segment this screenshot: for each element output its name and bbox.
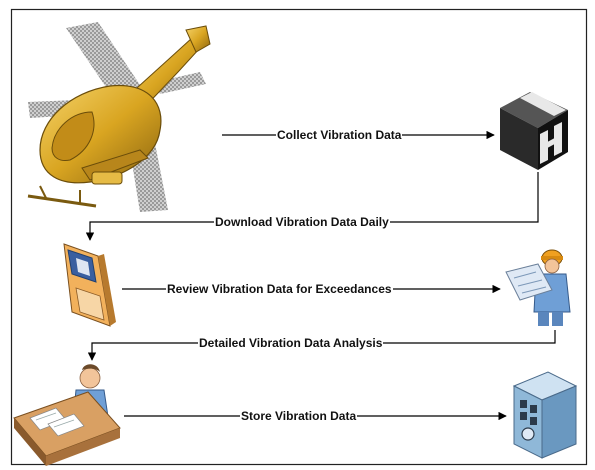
engineer-with-plans-icon [505, 249, 571, 326]
diagram-border [10, 8, 588, 466]
floppy-disk-icon [63, 243, 116, 327]
analyst-at-desk-icon [13, 364, 121, 466]
data-server-icon [512, 371, 578, 459]
data-recorder-box-icon [500, 92, 568, 170]
label-store: Store Vibration Data [240, 409, 358, 423]
label-collect: Collect Vibration Data [276, 128, 403, 142]
label-analysis: Detailed Vibration Data Analysis [198, 336, 384, 350]
label-download: Download Vibration Data Daily [214, 215, 390, 229]
helicopter-icon [27, 22, 211, 212]
label-review: Review Vibration Data for Exceedances [166, 282, 393, 296]
